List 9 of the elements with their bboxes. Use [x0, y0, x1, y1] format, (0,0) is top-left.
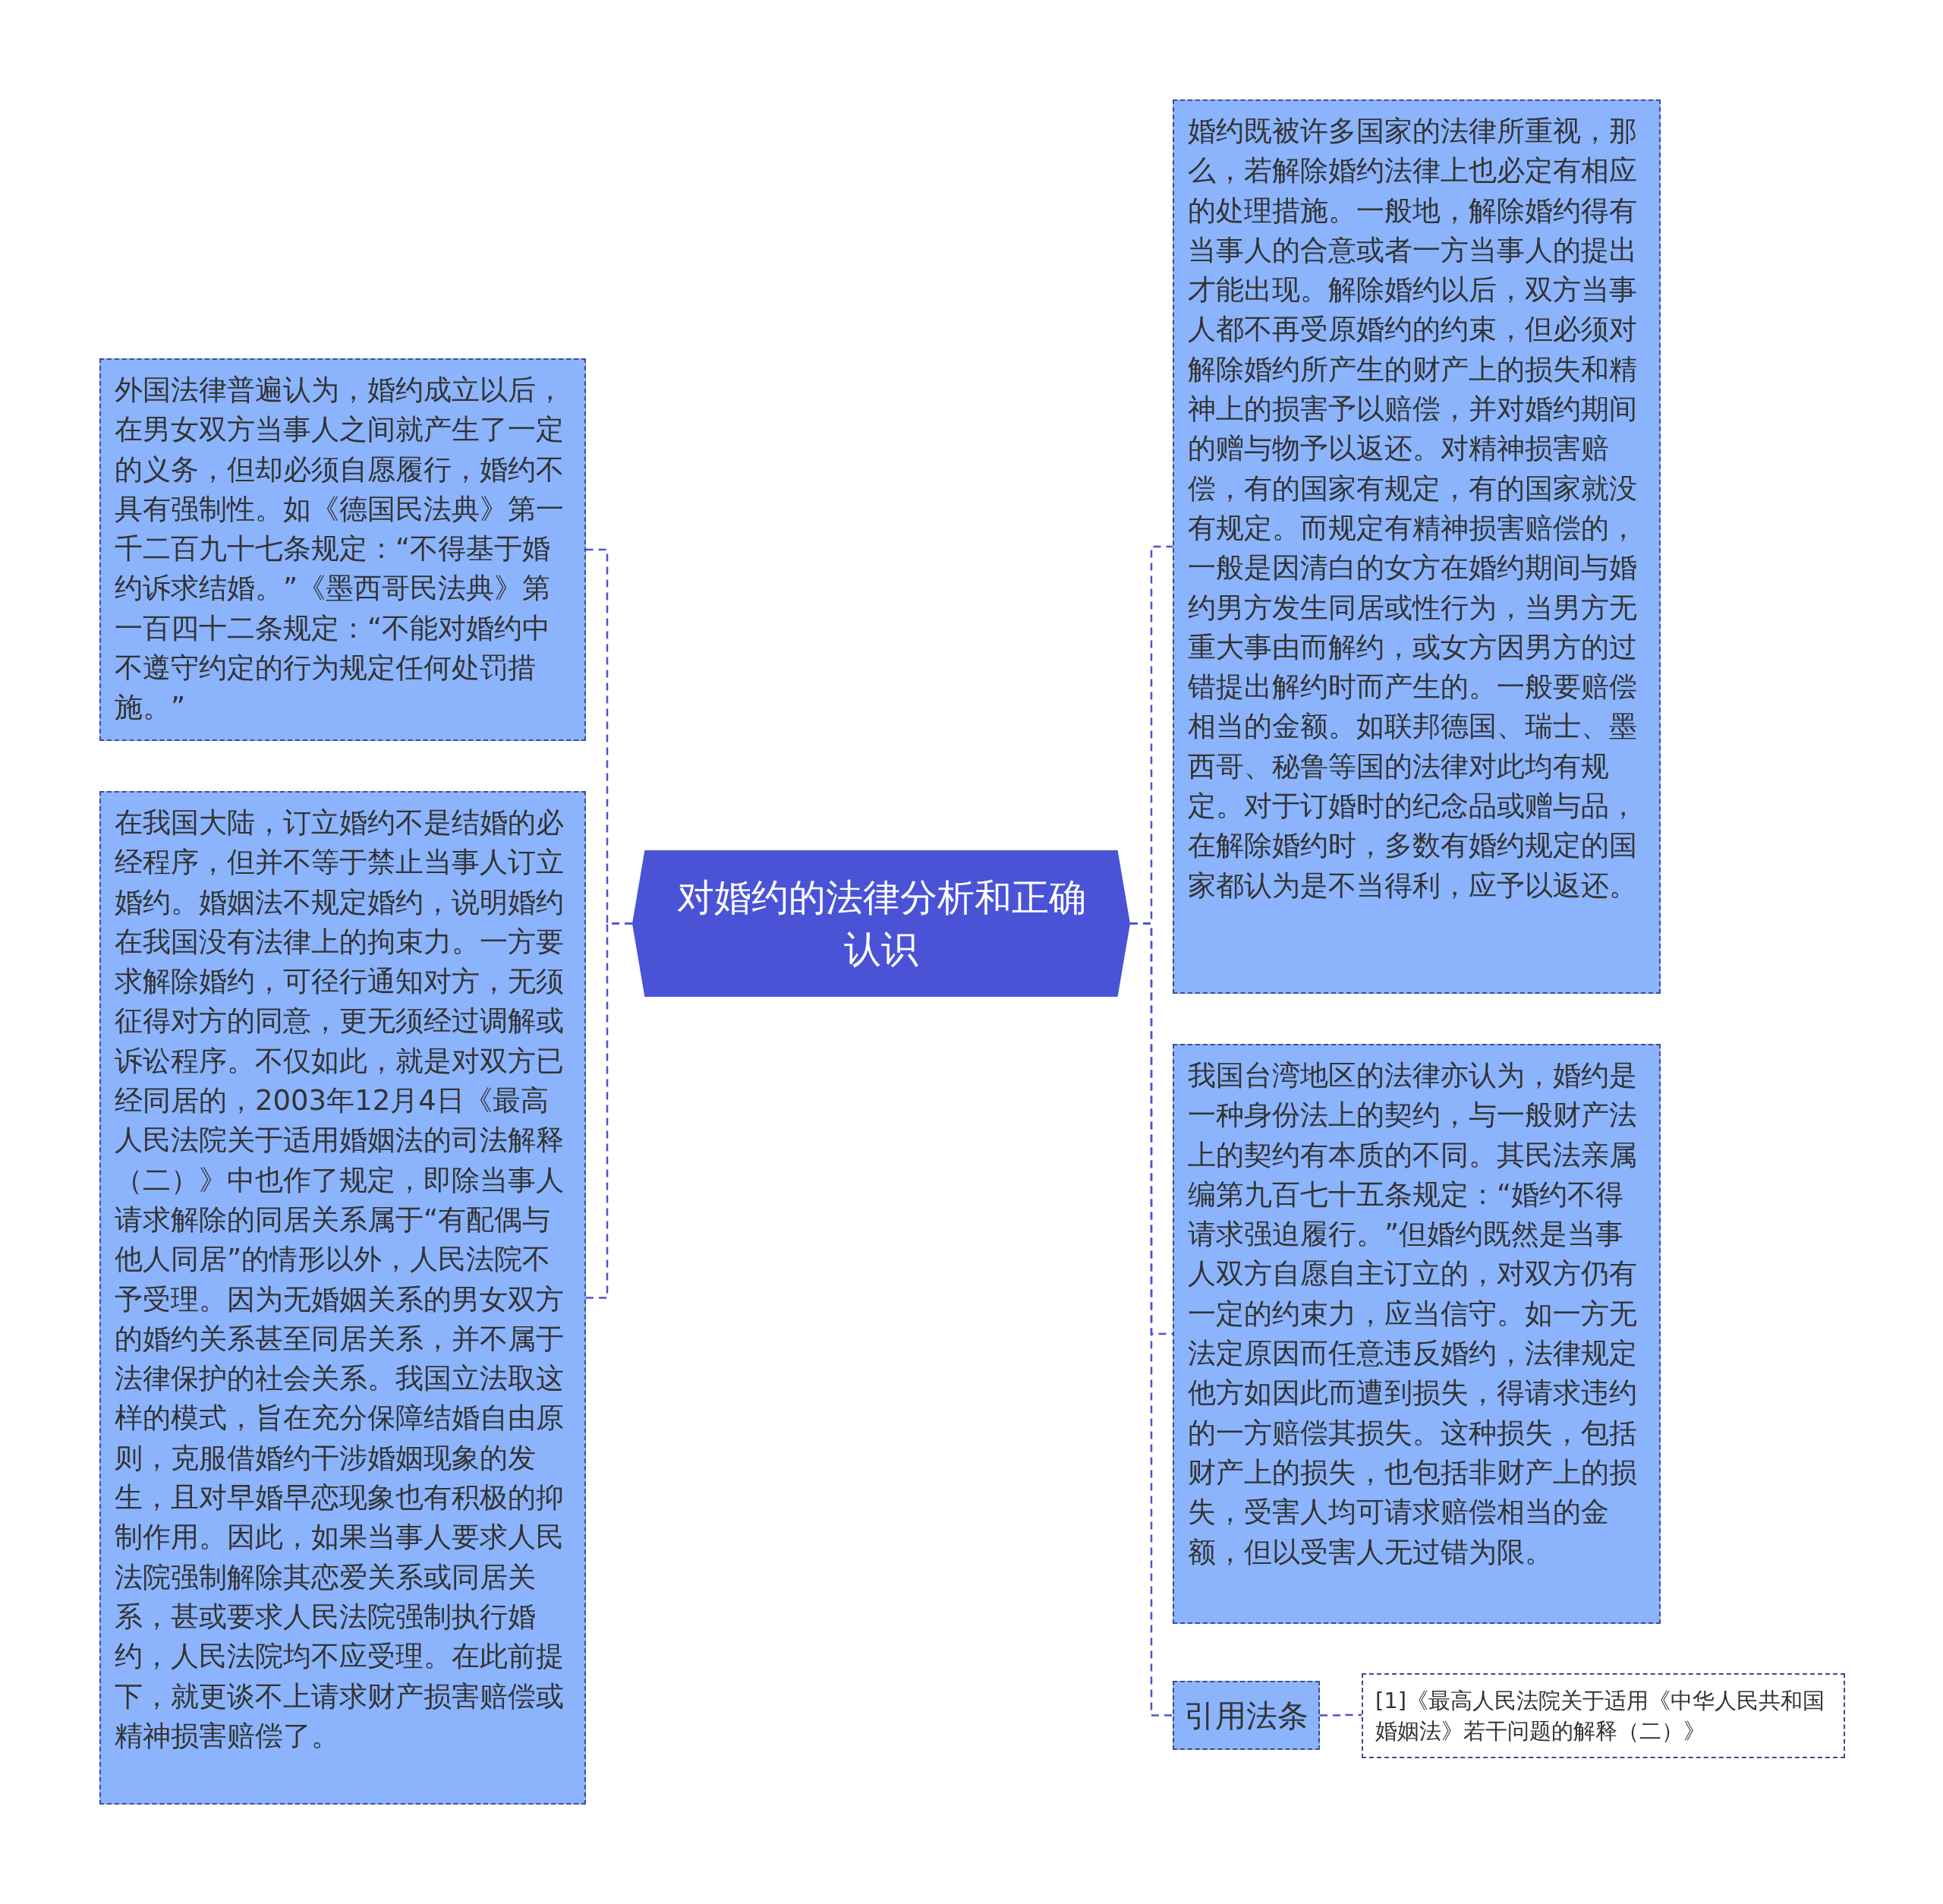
label-box: 引用法条: [1173, 1681, 1320, 1750]
text-box: 婚约既被许多国家的法律所重视，那么，若解除婚约法律上也必定有相应的处理措施。一般地，解除婚约得有当事人的合意或者一方当事人的提出才能出现。解除婚约以后，双方当事人都不再受原婚约的约束，但必须对解除婚约所产生的财产上的损失和精神上的损害予以赔偿，并对婚约期间的赠与物予以返还。对精神损害赔偿，有的国家有规定，有的国家就没有规定。而规定有精神损害赔偿的，一般是因清白的女方在婚约期间与婚约男方发生同居或性行为，当男方无重大事由而解约，或女方因男方的过错提出解约时而产生的。一般要赔偿相当的金额。如联邦德国、瑞士、墨西哥、秘鲁等国的法律对此均有规定。对于订婚时的纪念品或赠与品，在解除婚约时，多数有婚约规定的国家都认为是不当得利，应予以返还。: [1173, 99, 1661, 994]
connector-line: [1130, 922, 1173, 1716]
text-box: 在我国大陆，订立婚约不是结婚的必经程序，但并不等于禁止当事人订立婚约。婚姻法不规定婚约，说明婚约在我国没有法律上的拘束力。一方要求解除婚约，可径行通知对方，无须征得对方的同意，更无须经过调解或诉讼程序。不仅如此，就是对双方已经同居的，2003年12月4日《最高人民法院关于适用婚姻法的司法解释（二）》中也作了规定，即除当事人请求解除的同居关系属于“有配偶与他人同居”的情形以外，人民法院不予受理。因为无婚姻关系的男女双方的婚约关系甚至同居关系，并不属于法律保护的社会关系。我国立法取这样的模式，旨在充分保障结婚自由原则，克服借婚约干涉婚姻现象的发生，且对早婚早恋现象也有积极的抑制作用。因此，如果当事人要求人民法院强制解除其恋爱关系或同居关系，甚或要求人民法院强制执行婚约，人民法院均不应受理。在此前提下，就更谈不上请求财产损害赔偿或精神损害赔偿了。: [99, 791, 586, 1805]
citation-box: [1]《最高人民法院关于适用《中华人民共和国婚姻法》若干问题的解释（二）》: [1362, 1673, 1845, 1758]
connector-line: [1320, 1713, 1362, 1716]
connector-line: [586, 922, 632, 1299]
text-box: 外国法律普遍认为，婚约成立以后，在男女双方当事人之间就产生了一定的义务，但却必须自愿履行，婚约不具有强制性。如《德国民法典》第一千二百九十七条规定：“不得基于婚约诉求结婚。”《墨西哥民法典》第一百四十二条规定：“不能对婚约中不遵守约定的行为规定任何处罚措施。”: [99, 358, 586, 741]
text-box: 我国台湾地区的法律亦认为，婚约是一种身份法上的契约，与一般财产法上的契约有本质的不同。其民法亲属编第九百七十五条规定：“婚约不得请求强迫履行。”但婚约既然是当事人双方自愿自主订立的，对双方仍有一定的约束力，应当信守。如一方无法定原因而任意违反婚约，法律规定他方如因此而遭到损失，得请求违约的一方赔偿其损失。这种损失，包括财产上的损失，也包括非财产上的损失，受害人均可请求赔偿相当的金额，但以受害人无过错为限。: [1173, 1044, 1661, 1624]
